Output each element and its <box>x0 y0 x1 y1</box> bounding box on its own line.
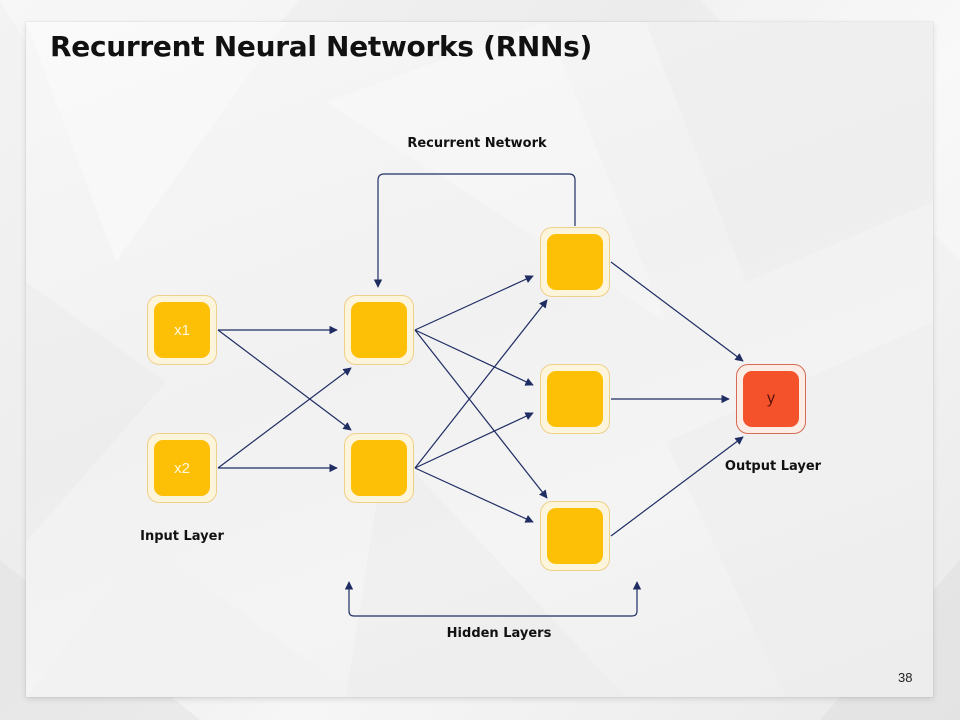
node-label <box>547 508 603 564</box>
output-layer-label: Output Layer <box>724 459 822 474</box>
hidden-layers-label: Hidden Layers <box>446 626 552 641</box>
edge-h2a-y <box>610 261 744 362</box>
node-h2a <box>540 227 610 297</box>
edge-h1b-h2c <box>414 467 534 523</box>
edge-h2c-y <box>610 436 744 537</box>
edge-h1a-h2a <box>414 275 534 331</box>
edges <box>217 261 744 537</box>
node-x2: x2 <box>147 433 217 503</box>
edge-h1a-h2c <box>414 329 548 499</box>
node-label: x1 <box>154 302 210 358</box>
input-layer-label: Input Layer <box>140 529 224 544</box>
node-h2c <box>540 501 610 571</box>
hidden-layers-bracket <box>344 581 642 617</box>
edge-h1b-h2a <box>414 299 548 469</box>
node-label <box>547 371 603 427</box>
node-label <box>547 234 603 290</box>
edge-x1-h1b <box>217 329 352 431</box>
node-x1: x1 <box>147 295 217 365</box>
node-h1a <box>344 295 414 365</box>
node-y: y <box>736 364 806 434</box>
slide-title: Recurrent Neural Networks (RNNs) <box>50 30 593 63</box>
node-label <box>351 302 407 358</box>
recurrent-loop-arrow <box>373 173 576 288</box>
node-h2b <box>540 364 610 434</box>
node-label <box>351 440 407 496</box>
page-number: 38 <box>898 670 913 685</box>
node-label: y <box>743 371 799 427</box>
recurrent-network-label: Recurrent Network <box>407 136 547 151</box>
edge-h1b-h2b <box>414 412 534 469</box>
node-h1b <box>344 433 414 503</box>
edge-x2-h1a <box>217 367 352 469</box>
edge-h1a-h2b <box>414 329 534 386</box>
node-label: x2 <box>154 440 210 496</box>
